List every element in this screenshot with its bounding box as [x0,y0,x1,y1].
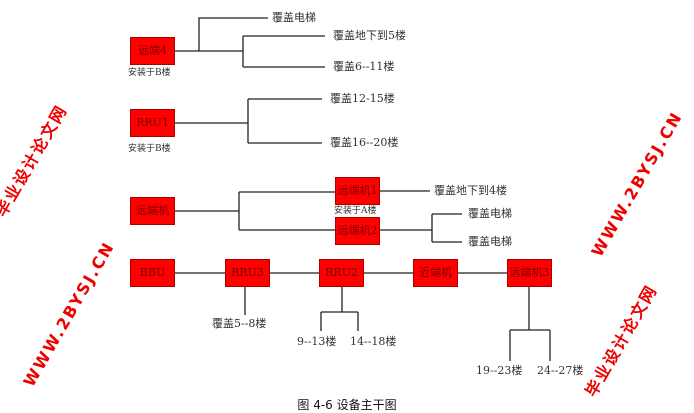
coverage-label: 覆盖地下到5楼 [333,29,406,42]
rru1-box: RRU1 [130,109,175,137]
rru2-box: RRU2 [319,259,364,287]
bbu-box: BBU [130,259,175,287]
coverage-label: 覆盖电梯 [468,207,512,220]
coverage-label: 24--27楼 [537,364,584,377]
install-caption: 安装于B楼 [128,144,171,154]
coverage-label: 覆盖电梯 [272,11,316,24]
coverage-label: 覆盖16--20楼 [330,136,399,149]
coverage-label: 14--18楼 [350,335,397,348]
remote-unit-1: 远端机1 [335,177,380,205]
coverage-label: 覆盖5--8楼 [212,317,267,330]
coverage-label: 19--23楼 [476,364,523,377]
rru3-box: RRU3 [225,259,270,287]
coverage-label: 覆盖电梯 [468,235,512,248]
remote-unit-4: 远端4 [130,37,175,65]
install-caption: 安装于B楼 [128,68,171,78]
coverage-label: 覆盖12-15楼 [330,92,395,105]
figure-caption: 图 4-6 设备主干图 [297,398,397,412]
near-end-unit: 近端机 [413,259,458,287]
coverage-label: 覆盖地下到4楼 [434,184,507,197]
remote-unit-3: 远端机3 [507,259,552,287]
install-caption: 安装于A楼 [334,206,377,216]
remote-unit: 远端机 [130,197,175,225]
remote-unit-2: 远端机2 [335,217,380,245]
coverage-label: 覆盖6--11楼 [333,60,395,73]
coverage-label: 9--13楼 [297,335,337,348]
